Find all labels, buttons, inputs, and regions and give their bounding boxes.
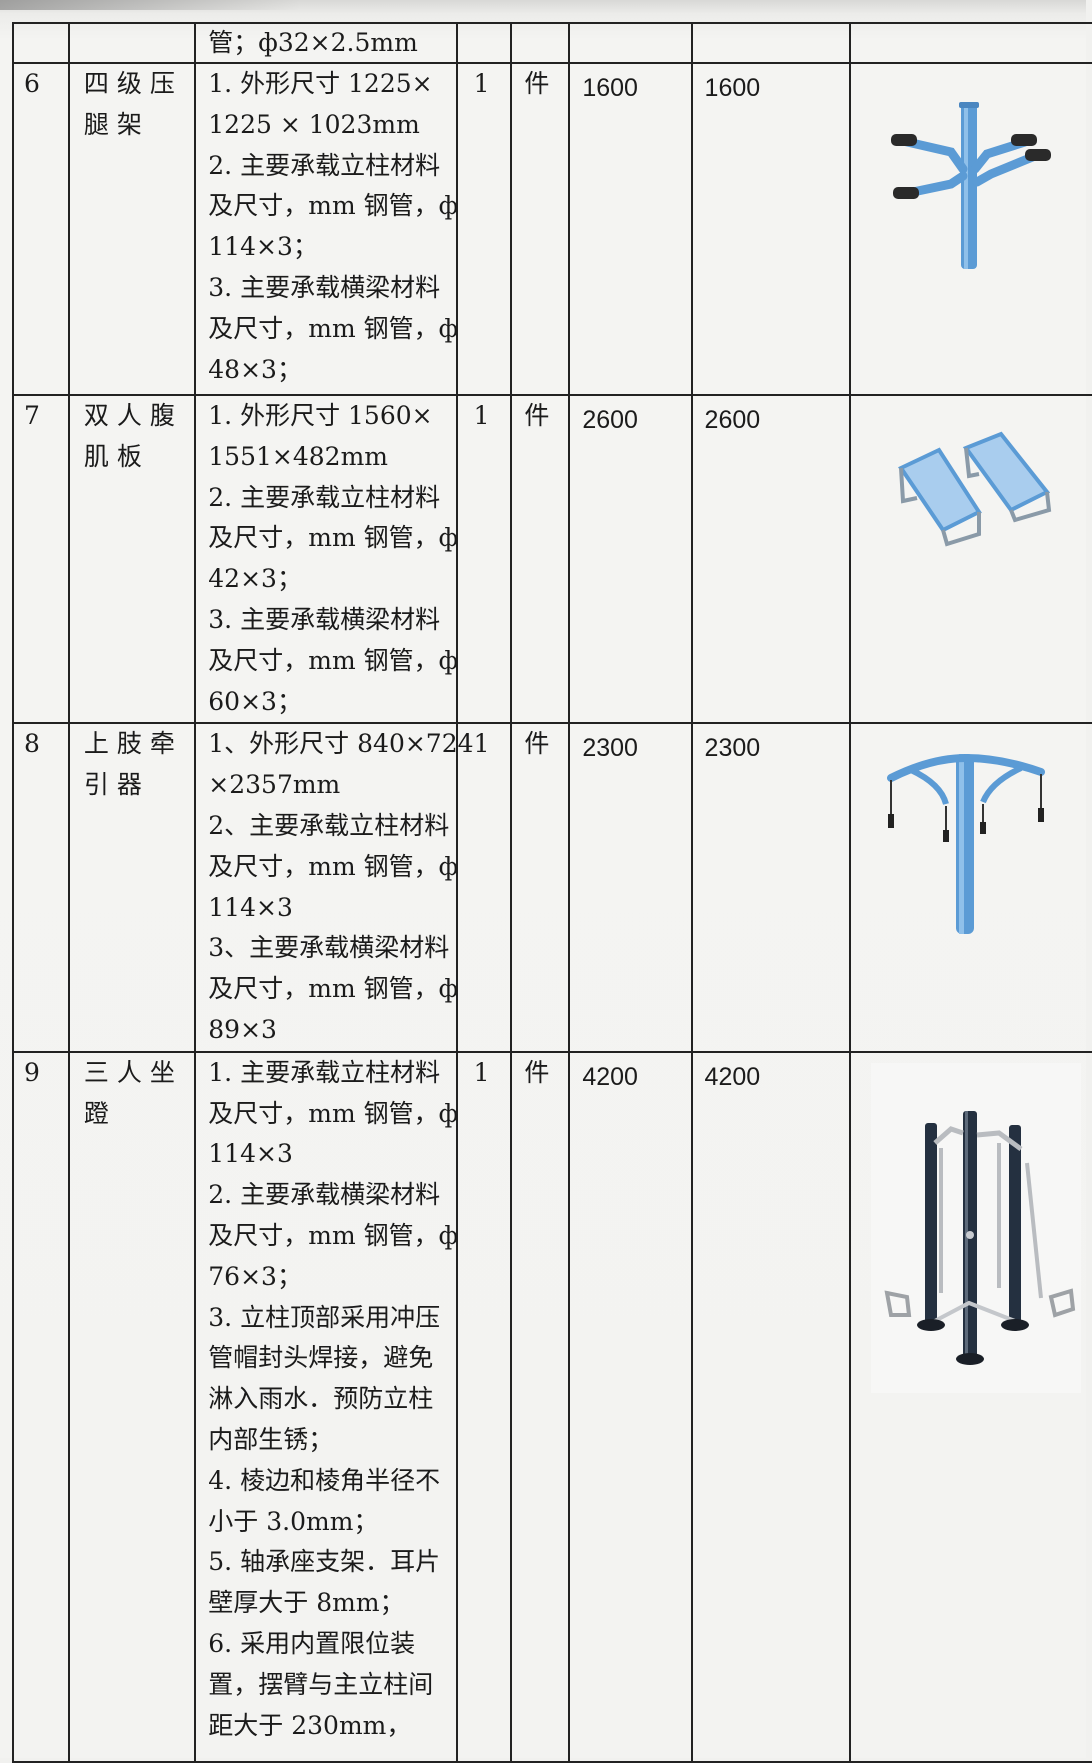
spec-line: 及尺寸，mm 钢管，ф: [208, 974, 459, 1004]
row-number: 6: [12, 62, 70, 396]
table-row: 8 上肢牵引器 1、外形尺寸 840×724 ×2357mm 2、主要承载立柱材…: [12, 722, 1092, 1053]
spec-line: 1、外形尺寸 840×724: [208, 729, 474, 759]
spec-line: 及尺寸，mm 钢管，ф: [208, 1098, 459, 1128]
row-number: 7: [12, 393, 70, 725]
desc-line: 管；ф32×2.5mm: [208, 28, 418, 57]
item-price: 2300: [568, 722, 693, 1053]
item-total: 2600: [690, 393, 851, 725]
spec-line: 2. 主要承载立柱材料: [208, 150, 441, 180]
spec-line: 1. 主要承载立柱材料: [208, 1057, 441, 1087]
scan-shadow: [0, 0, 300, 10]
spec-line: 1551×482mm: [208, 441, 388, 471]
spec-line: 1. 外形尺寸 1225×: [208, 69, 433, 98]
spec-line: 76×3；: [208, 1261, 302, 1291]
spec-line: 1225 × 1023mm: [208, 109, 420, 139]
spec-line: 3. 主要承载横梁材料: [208, 272, 441, 302]
cell-no: [12, 22, 70, 64]
cell-total: [690, 22, 851, 64]
item-unit: 件: [510, 393, 571, 725]
spec-line: 6. 采用内置限位装: [208, 1628, 416, 1658]
table-row: 7 双人腹肌板 1. 外形尺寸 1560× 1551×482mm 2. 主要承载…: [12, 393, 1092, 725]
table-row-continuation: 管；ф32×2.5mm: [12, 22, 1092, 64]
spec-line: 内部生锈；: [208, 1424, 334, 1454]
spec-line: 114×3: [208, 1139, 293, 1169]
item-qty: 1: [455, 62, 513, 396]
spec-line: 3. 立柱顶部采用冲压: [208, 1302, 441, 1332]
spec-line: 及尺寸，mm 钢管，ф: [208, 191, 459, 221]
item-spec: 1. 外形尺寸 1225× 1225 × 1023mm 2. 主要承载立柱材料 …: [194, 62, 459, 396]
spec-line: 3、主要承载横梁材料: [208, 933, 450, 963]
item-name: 双人腹肌板: [67, 393, 197, 725]
spec-line: 2. 主要承载立柱材料: [208, 482, 441, 512]
spec-line: 2. 主要承载横梁材料: [208, 1180, 441, 1210]
item-name: 三人坐蹬: [67, 1050, 197, 1763]
cell-unit: [510, 22, 571, 64]
item-unit: 件: [510, 722, 571, 1053]
three-person-leg-press-image: [851, 1053, 1081, 1761]
item-price: 4200: [568, 1050, 693, 1763]
spec-line: 5. 轴承座支架．耳片: [208, 1547, 441, 1577]
equipment-spec-table: 管；ф32×2.5mm 6 四级压腿架 1. 外形尺寸 1225× 1225 ×…: [12, 22, 1092, 1763]
spec-line: 壁厚大于 8mm；: [208, 1588, 405, 1618]
row-number: 9: [12, 1050, 70, 1763]
item-spec: 1、外形尺寸 840×724 ×2357mm 2、主要承载立柱材料 及尺寸，mm…: [194, 722, 474, 1053]
item-unit: 件: [510, 1050, 571, 1763]
spec-line: 114×3；: [208, 232, 318, 262]
spec-line: 4. 棱边和棱角半径不: [208, 1465, 441, 1495]
spec-line: 114×3: [208, 892, 293, 922]
spec-line: 及尺寸，mm 钢管，ф: [208, 645, 459, 675]
spec-line: 淋入雨水．预防立柱: [208, 1384, 434, 1414]
spec-line: 及尺寸，mm 钢管，ф: [208, 313, 459, 343]
cell-desc: 管；ф32×2.5mm: [194, 22, 458, 64]
item-qty: 1: [455, 393, 513, 725]
spec-line: 1. 外形尺寸 1560×: [208, 401, 433, 430]
cell-image: [848, 393, 1092, 725]
table-row: 6 四级压腿架 1. 外形尺寸 1225× 1225 × 1023mm 2. 主…: [12, 62, 1092, 396]
sit-up-board-image: [851, 396, 1081, 722]
spec-line: 42×3；: [208, 564, 302, 594]
spec-line: 小于 3.0mm；: [208, 1506, 379, 1536]
spec-line: 及尺寸，mm 钢管，ф: [208, 851, 459, 881]
item-spec: 1. 主要承载立柱材料 及尺寸，mm 钢管，ф 114×3 2. 主要承载横梁材…: [194, 1050, 459, 1763]
spec-line: 3. 主要承载横梁材料: [208, 604, 441, 634]
spec-line: 及尺寸，mm 钢管，ф: [208, 1220, 459, 1250]
spec-line: 89×3: [208, 1014, 277, 1044]
spec-line: 及尺寸，mm 钢管，ф: [208, 523, 459, 553]
item-total: 1600: [690, 62, 851, 396]
item-total: 4200: [690, 1050, 851, 1763]
item-name: 四级压腿架: [67, 62, 197, 396]
item-spec: 1. 外形尺寸 1560× 1551×482mm 2. 主要承载立柱材料 及尺寸…: [194, 393, 459, 725]
item-price: 2600: [568, 393, 693, 725]
cell-image: [848, 1050, 1092, 1763]
upper-limb-puller-image: [851, 724, 1081, 1050]
spec-line: 48×3；: [208, 354, 302, 384]
leg-press-rack-image: [851, 64, 1081, 394]
spec-line: 2、主要承载立柱材料: [208, 810, 450, 840]
row-number: 8: [12, 722, 70, 1053]
item-qty: 1: [455, 722, 513, 1053]
item-qty: 1: [455, 1050, 513, 1763]
spec-line: 距大于 230mm，: [208, 1710, 412, 1740]
item-unit: 件: [510, 62, 571, 396]
item-total: 2300: [690, 722, 851, 1053]
item-price: 1600: [568, 62, 693, 396]
cell-price: [568, 22, 693, 64]
spec-line: 管帽封头焊接，避免: [208, 1343, 434, 1373]
cell-qty: [455, 22, 513, 64]
item-name: 上肢牵引器: [67, 722, 197, 1053]
spec-line: 置，摆臂与主立柱间: [208, 1669, 434, 1699]
cell-image: [848, 22, 1092, 64]
spec-line: 60×3；: [208, 686, 302, 716]
cell-name: [67, 22, 197, 64]
cell-image: [848, 722, 1092, 1053]
table-row: 9 三人坐蹬 1. 主要承载立柱材料 及尺寸，mm 钢管，ф 114×3 2. …: [12, 1050, 1092, 1763]
spec-line: ×2357mm: [208, 770, 341, 800]
cell-image: [848, 62, 1092, 396]
